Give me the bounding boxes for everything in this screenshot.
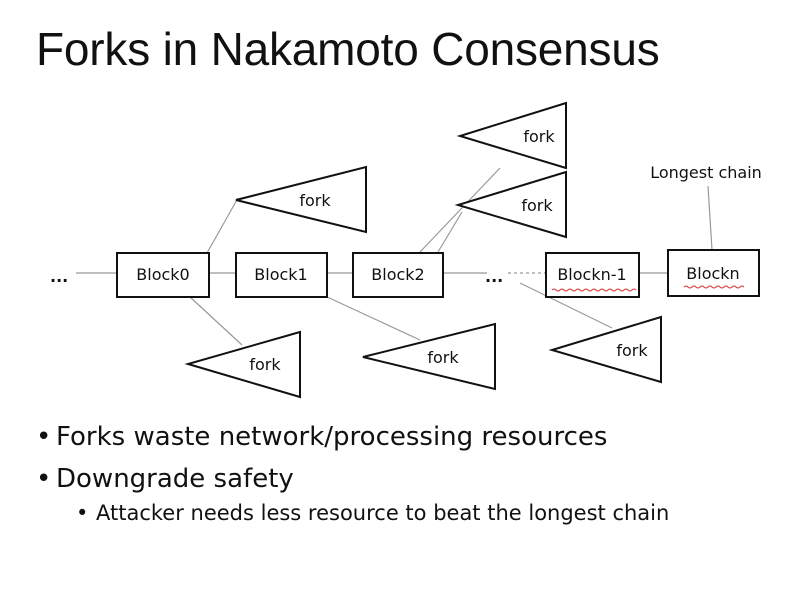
block-label-0: Block0: [136, 265, 189, 284]
fork-label-bottom-blockn1: fork: [616, 341, 648, 360]
fork-link-block2-up-b: [437, 211, 463, 253]
block-label-n: Blockn: [686, 264, 739, 283]
ellipsis-left: ...: [50, 267, 68, 286]
bullet-list: Forks waste network/processing resources…: [36, 422, 776, 527]
fork-triangle-bottom-block1: [362, 322, 496, 391]
spellcheck-underline-blockn-1: [551, 288, 637, 292]
longest-chain-label: Longest chain: [650, 163, 762, 182]
block-label-1: Block1: [254, 265, 307, 284]
fork-link-block0-down: [189, 296, 243, 346]
fork-triangle-top-block2-a: [456, 101, 567, 170]
ellipsis-middle: ...: [485, 267, 503, 286]
bullet-text: Downgrade safety: [56, 464, 294, 494]
sub-bullet-attacker-resource: Attacker needs less resource to beat the…: [76, 500, 716, 527]
fork-triangle-top-block0: [235, 165, 367, 234]
fork-link-block0-up: [206, 197, 239, 254]
spellcheck-underline-blockn: [683, 285, 745, 289]
fork-link-block1-down: [324, 295, 421, 341]
bullet-text: Forks waste network/processing resources: [56, 422, 608, 452]
fork-triangle-bottom-block0: [184, 330, 301, 399]
block-label-2: Block2: [371, 265, 424, 284]
blockchain-fork-diagram: ... ... Block0 Block1 Block2 Blockn-1 Bl…: [50, 101, 762, 399]
fork-triangle-bottom-blockn1: [548, 315, 662, 384]
block-box-0: [116, 252, 210, 298]
bullet-forks-waste-resources: Forks waste network/processing resources: [36, 422, 776, 452]
fork-label-top-block2-b: fork: [521, 196, 553, 215]
fork-label-top-block2-a: fork: [523, 127, 555, 146]
fork-label-top-block0: fork: [299, 191, 331, 210]
fork-triangle-top-block2-b: [454, 170, 567, 239]
fork-label-bottom-block0: fork: [249, 355, 281, 374]
block-label-n-1: Blockn-1: [557, 265, 626, 284]
fork-link-block2-up-a: [419, 167, 501, 253]
block-box-1: [235, 252, 328, 298]
slide-title: Forks in Nakamoto Consensus: [36, 23, 660, 75]
sub-bullet-text: Attacker needs less resource to beat the…: [96, 501, 670, 525]
fork-label-bottom-block1: fork: [427, 348, 459, 367]
bullet-downgrade-safety: Downgrade safety: [36, 464, 776, 494]
block-box-2: [352, 252, 444, 298]
longest-chain-pointer: [707, 185, 713, 251]
fork-link-blockn1-down: [519, 282, 613, 329]
